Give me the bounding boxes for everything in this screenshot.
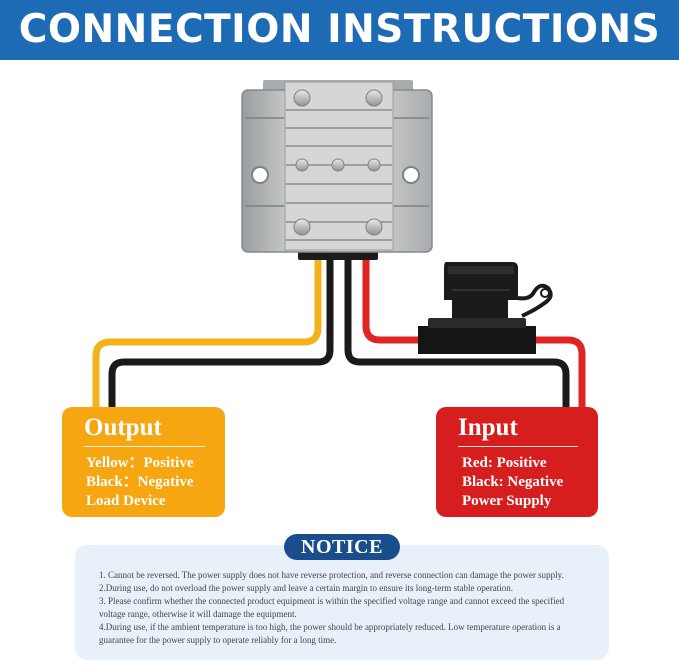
input-box: Input [436,407,598,517]
output-line-device: Load Device [86,493,166,509]
output-line-positive: Yellow：Positive [86,455,194,471]
notice-item: 1. Cannot be reversed. The power supply … [99,570,564,580]
input-line-positive: Red: Positive [462,455,547,471]
notice-text: 1. Cannot be reversed. The power supply … [99,569,591,646]
wiring-diagram [92,80,586,412]
black-input-wire [344,254,570,412]
notice-item: 2.During use, do not overload the power … [99,582,513,593]
black-output-wire [108,254,334,412]
notice-item: 3. Please confirm whether the connected … [99,595,565,619]
notice-panel [75,545,609,660]
input-line-negative: Black: Negative [462,474,564,490]
output-title: Output [84,414,162,441]
input-title: Input [458,414,518,441]
notice-item: 4.During use, if the ambient temperature… [99,621,561,645]
output-line-negative: Black：Negative [86,474,194,490]
output-box: Output [62,407,225,517]
converter-module-icon [241,80,433,260]
input-divider [458,446,578,447]
inline-fuse-holder-icon [418,262,553,354]
input-line-supply: Power Supply [462,493,552,509]
notice-title: NOTICE [284,534,400,560]
red-input-wire-a [362,254,422,344]
red-input-wire-b [532,336,586,412]
page-title: CONNECTION INSTRUCTIONS [18,7,661,52]
yellow-output-wire [92,254,322,412]
output-divider [84,446,205,447]
header-banner: CONNECTION INSTRUCTIONS [0,0,679,60]
wires [92,254,586,412]
